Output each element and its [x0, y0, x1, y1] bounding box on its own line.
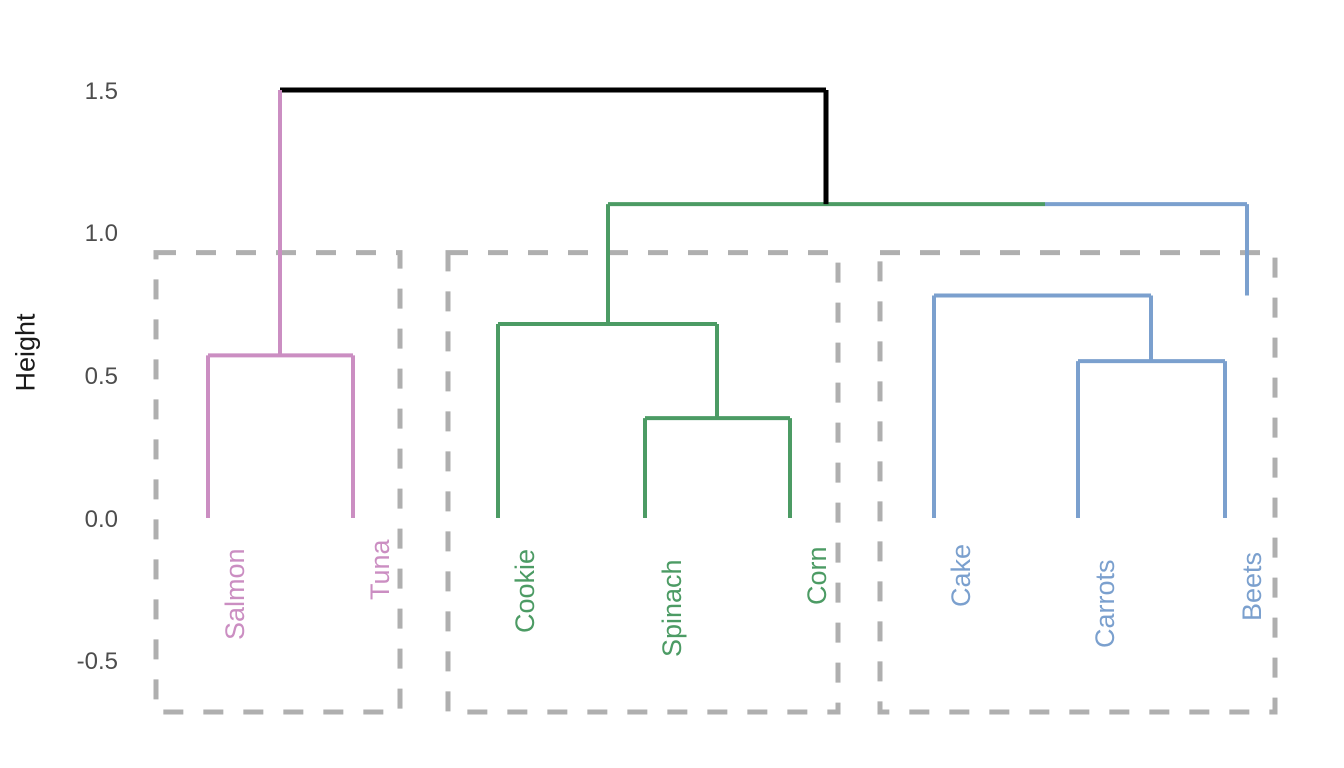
leaf-label-salmon: Salmon [220, 548, 250, 640]
leaf-label-corn: Corn [802, 546, 832, 605]
y-tick-label-4: 0.0 [84, 506, 118, 533]
leaf-label-tuna: Tuna [365, 539, 395, 600]
leaf-label-carrots: Carrots [1090, 559, 1120, 648]
leaf-label-spinach: Spinach [657, 559, 687, 657]
blue-cluster-box [877, 250, 1278, 715]
y-tick-label-1: 1.5 [84, 78, 118, 105]
leaf-label-cookie: Cookie [510, 548, 540, 633]
y-tick-label-3: 0.5 [84, 363, 118, 390]
y-tick-label-2: 1.0 [84, 220, 118, 247]
y-tick-label-5: -0.5 [76, 648, 118, 675]
leaf-label-beets: Beets [1237, 551, 1267, 621]
green-cluster-box [445, 250, 841, 715]
leaf-label-cake: Cake [946, 543, 976, 607]
